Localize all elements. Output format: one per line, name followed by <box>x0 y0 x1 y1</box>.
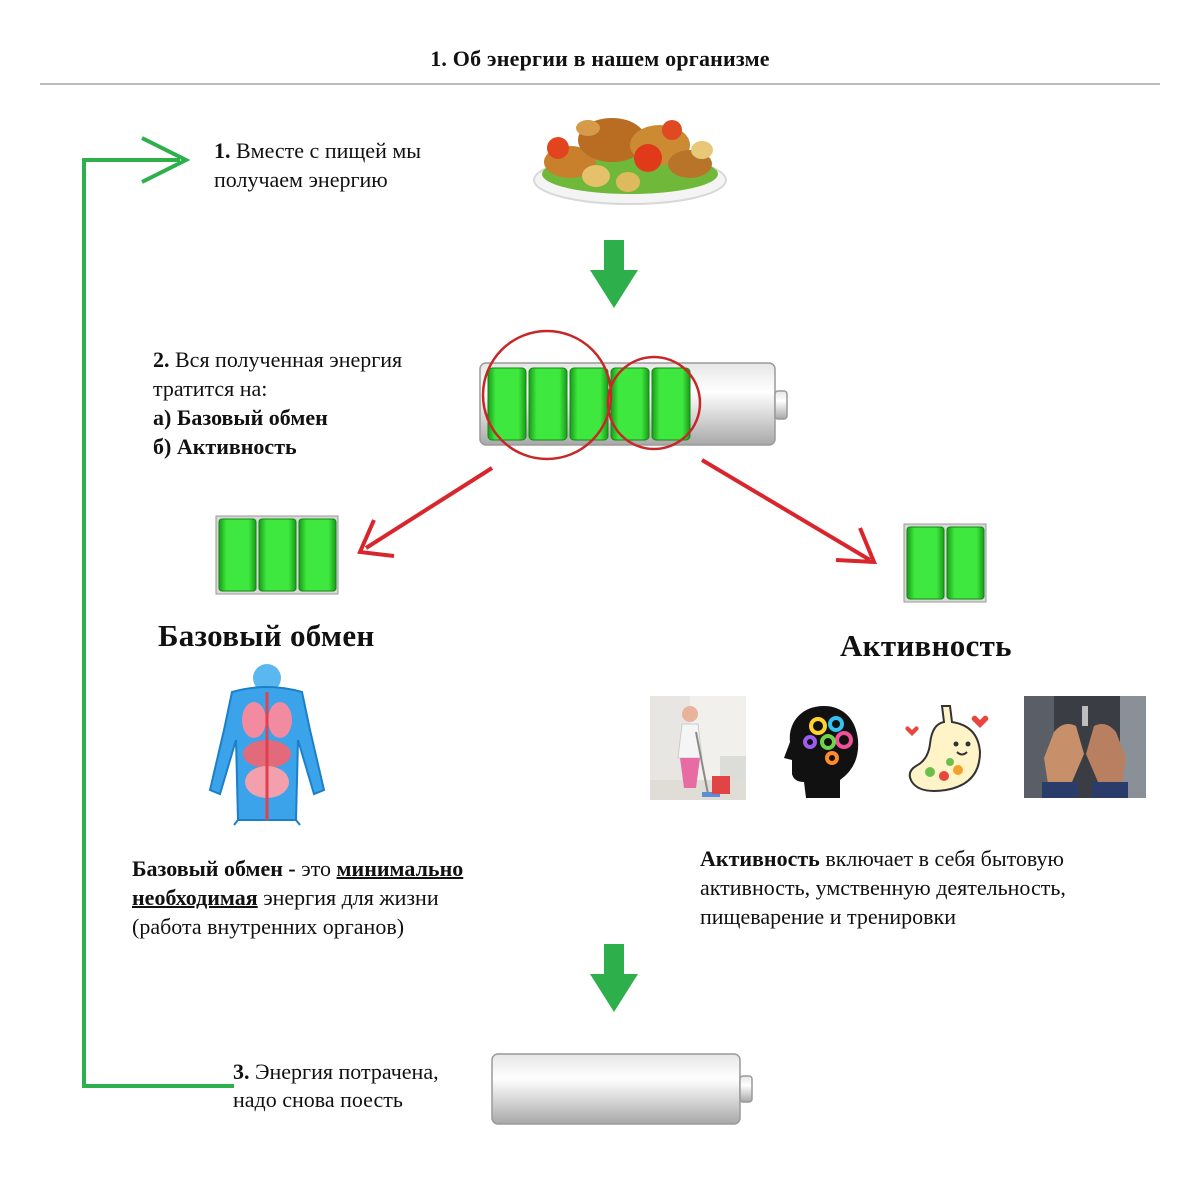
activity-highlight-circle <box>606 355 702 451</box>
brain-gears-icon <box>784 706 859 798</box>
basal-desc-emph2: необходимая <box>132 885 258 910</box>
step3-line1: Энергия потрачена, <box>255 1059 439 1084</box>
basal-desc-rest1: энергия для жизни <box>257 885 439 910</box>
step1-number: 1. <box>214 138 231 163</box>
step2-item-a: а) Базовый обмен <box>153 405 328 430</box>
training-icon <box>1024 696 1146 798</box>
page-title: 1. Об энергии в нашем организме <box>430 46 770 71</box>
step1-line1: Вместе с пищей мы <box>236 138 422 163</box>
human-body-organs-icon <box>208 664 326 826</box>
activity-desc-rest3: пищеварение и тренировки <box>700 904 957 929</box>
step2-item-b: б) Активность <box>153 434 297 459</box>
activity-desc-rest1: включает в себя бытовую <box>819 846 1064 871</box>
activity-battery-icon <box>903 523 987 603</box>
battery-cells <box>487 367 691 441</box>
stomach-icon <box>905 705 989 792</box>
basal-highlight-circle <box>481 329 613 461</box>
down-arrow-icon <box>590 944 638 1012</box>
activity-heading: Активность <box>840 628 1012 663</box>
title-divider <box>40 83 1160 85</box>
down-arrow-icon <box>590 240 638 308</box>
cleaning-icon <box>650 696 746 800</box>
step1-line2: получаем энергию <box>214 167 388 192</box>
step3-number: 3. <box>233 1059 250 1084</box>
step3-line2: надо снова поесть <box>233 1087 403 1112</box>
full-battery-icon <box>479 329 788 461</box>
food-plate-icon <box>533 118 727 205</box>
step2-number: 2. <box>153 347 170 372</box>
basal-desc-term: Базовый обмен - <box>132 856 296 881</box>
basal-desc-mid: это <box>295 856 337 881</box>
basal-desc-rest2: (работа внутренних органов) <box>132 914 405 939</box>
basal-description: Базовый обмен - это минимально необходим… <box>132 854 463 941</box>
step2-line1: Вся полученная энергия <box>175 347 403 372</box>
step1-text: 1. Вместе с пищей мы получаем энергию <box>214 136 421 194</box>
activity-description: Активность включает в себя бытовую актив… <box>700 844 1066 931</box>
basal-desc-emph1: минимально <box>336 856 464 881</box>
step2-line2: тратится на: <box>153 376 268 401</box>
activity-desc-rest2: активность, умственную деятельность, <box>700 875 1066 900</box>
step3-text: 3. Энергия потрачена, надо снова поесть <box>233 1058 439 1114</box>
empty-battery-icon <box>491 1053 753 1125</box>
step2-text: 2. Вся полученная энергия тратится на: а… <box>153 345 402 461</box>
basal-heading: Базовый обмен <box>158 618 375 653</box>
activity-desc-term: Активность <box>700 846 820 871</box>
basal-battery-icon <box>215 515 339 595</box>
